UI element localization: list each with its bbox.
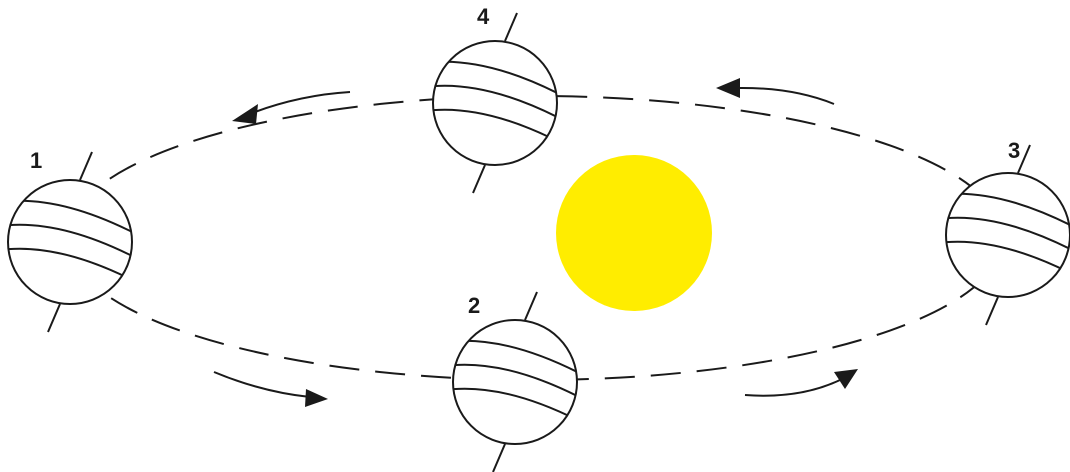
earth-globe-icon: [0, 152, 140, 332]
position-label-3: 3: [1008, 138, 1020, 163]
orbit-direction-arrow-icon: [716, 78, 834, 104]
position-label-4: 4: [477, 4, 490, 29]
orbit-direction-arrow-icon: [232, 92, 350, 124]
sun-icon: [556, 155, 712, 311]
earth-globe-icon: [938, 145, 1070, 325]
earth-globe-icon: [425, 13, 565, 193]
orbit-direction-arrow-icon: [745, 369, 858, 396]
orbit-direction-arrow-icon: [214, 372, 328, 407]
position-label-1: 1: [30, 148, 42, 173]
position-label-2: 2: [468, 293, 480, 318]
earth-globe-icon: [445, 292, 585, 472]
